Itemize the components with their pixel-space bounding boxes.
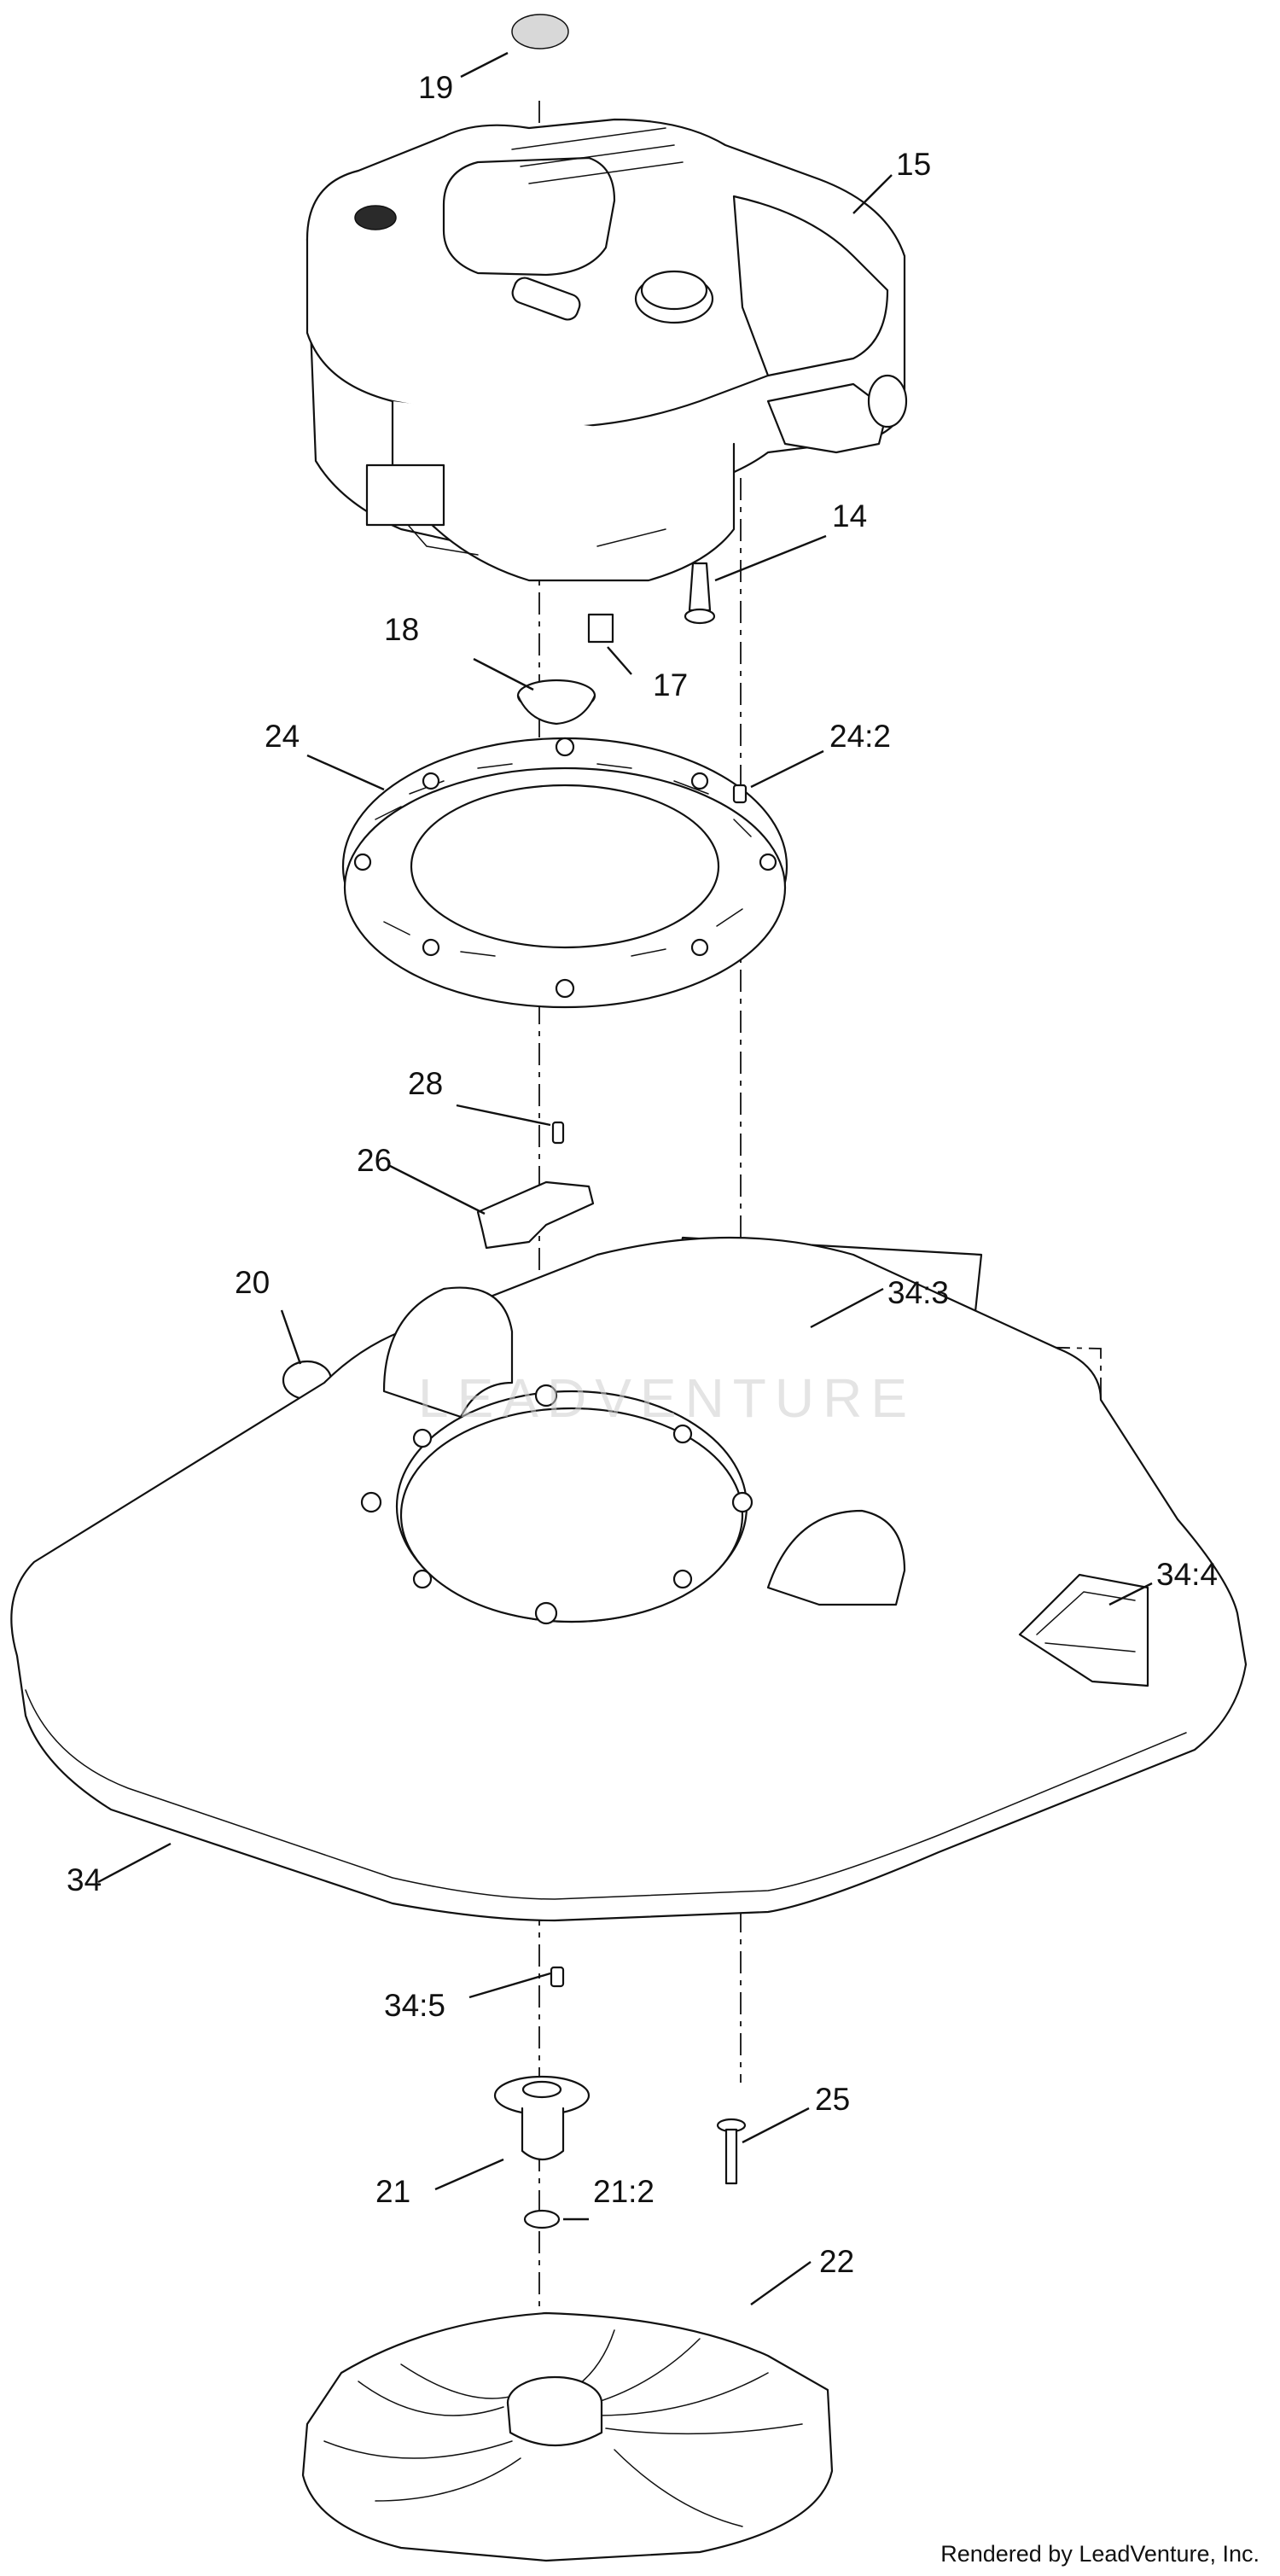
callout-24: 24	[265, 719, 300, 754]
part-24-mount-ring	[341, 737, 788, 1009]
callout-34-3: 34:3	[887, 1275, 949, 1310]
callout-19: 19	[418, 70, 453, 105]
part-26-bracket	[476, 1180, 595, 1250]
part-24-2-stud	[732, 784, 748, 804]
part-15-engine	[305, 118, 908, 582]
callout-34-5: 34:5	[384, 1988, 445, 2023]
leader-lines	[97, 51, 1153, 2305]
callout-34: 34	[67, 1862, 102, 1897]
part-19-cap	[511, 14, 569, 50]
part-28-pin	[551, 1121, 565, 1145]
callout-17: 17	[653, 667, 688, 702]
part-21-2-washer	[523, 2209, 561, 2229]
callout-26: 26	[357, 1143, 392, 1178]
part-14-bolt	[684, 562, 716, 625]
footer-credit: Rendered by LeadVenture, Inc.	[940, 2541, 1260, 2567]
callout-21-2: 21:2	[593, 2174, 655, 2209]
part-34-deck	[10, 1236, 1248, 1922]
callout-labels: 19 15 14 18 17 24 24:2 28 26 20 34:3 34:…	[67, 70, 1218, 2279]
callout-21: 21	[375, 2174, 410, 2209]
part-25-bolt	[716, 2118, 747, 2185]
callout-34-4: 34:4	[1156, 1557, 1218, 1592]
callout-18: 18	[384, 612, 419, 647]
callout-25: 25	[815, 2082, 850, 2117]
callout-15: 15	[896, 147, 931, 182]
part-18-bushing	[516, 679, 596, 726]
callout-22: 22	[819, 2244, 854, 2279]
callout-24-2: 24:2	[829, 719, 891, 754]
callout-14: 14	[832, 498, 867, 533]
callout-20: 20	[235, 1265, 270, 1300]
watermark-text: LEADVENTURE	[418, 1367, 916, 1429]
callout-28: 28	[408, 1066, 443, 1101]
part-34-5-fitting	[550, 1966, 565, 1988]
part-22-impeller	[301, 2311, 834, 2562]
part-21-hub	[493, 2075, 591, 2161]
part-17-key	[587, 613, 614, 644]
